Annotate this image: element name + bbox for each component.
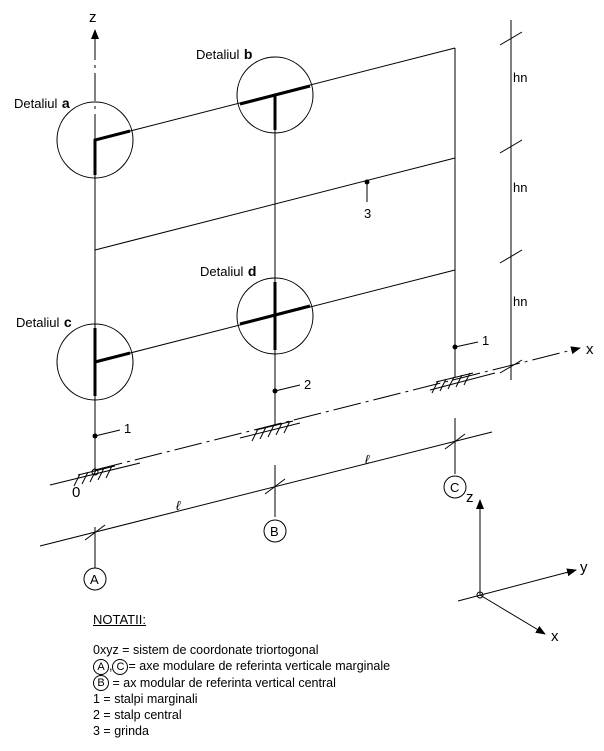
detail-label-b: Detaliul b <box>196 46 252 63</box>
note-central-axis-text: = ax modular de referinta vertical centr… <box>112 675 336 690</box>
notes-title: NOTATII: <box>93 612 146 627</box>
storey-dimension-ticks <box>499 31 523 374</box>
note-axis-b-bubble: B <box>93 675 109 692</box>
x-axis-label: x <box>586 341 594 358</box>
span-label-right: ℓ <box>365 452 370 467</box>
triad-x-label: x <box>551 628 559 645</box>
note-axis-a-bubble: A <box>93 658 109 675</box>
triad-y-label: y <box>580 559 588 576</box>
fixed-support-center <box>251 420 294 442</box>
z-axis-label: z <box>89 9 97 26</box>
joint-detail-b <box>239 84 311 130</box>
base-line <box>49 462 141 486</box>
detail-label-c: Detaliul c <box>16 314 72 331</box>
span-dimension-ticks <box>84 418 466 562</box>
note-central-column: 2 = stalp central <box>93 708 182 723</box>
column-leader-1-left <box>94 429 121 437</box>
origin-label: 0 <box>72 484 80 501</box>
beam-middle <box>94 157 456 251</box>
detail-circle-a <box>56 101 134 179</box>
span-label-left: ℓ <box>176 498 181 513</box>
grid-axis-a-bubble <box>83 567 107 591</box>
grid-axis-c-label: C <box>450 480 459 495</box>
joint-detail-d <box>239 282 311 350</box>
span-dimension-line <box>39 431 493 547</box>
detail-circle-b <box>236 56 314 134</box>
storey-height-label-top: hn <box>513 70 527 85</box>
triad-x-axis <box>479 594 546 635</box>
joint-detail-c <box>93 328 131 396</box>
detail-circle-d <box>236 277 314 355</box>
detail-circle-c <box>56 323 134 401</box>
note-axis-separator: , <box>109 659 113 673</box>
beam-label-3: 3 <box>364 206 371 221</box>
grid-axis-b-bubble <box>263 519 287 543</box>
storey-height-label-bottom: hn <box>513 294 527 309</box>
note-marginal-axes-text: = axe modulare de referinta verticale ma… <box>128 659 391 673</box>
triad-z-label: z <box>466 489 474 506</box>
note-coordinate-system: 0xyz = sistem de coordonate triortogonal <box>93 643 319 657</box>
column-label-1-left: 1 <box>124 421 131 436</box>
note-central-axis: B = ax modular de referinta vertical cen… <box>93 675 513 692</box>
note-axis-c-bubble: C <box>112 658 129 675</box>
note-marginal-axes: A,C= axe modulare de referinta verticale… <box>93 658 513 675</box>
detail-label-a: Detaliul a <box>14 95 70 112</box>
fixed-support-right <box>431 372 474 394</box>
detail-label-d: Detaliul d <box>200 263 256 280</box>
grid-axis-a-label: A <box>90 572 99 587</box>
note-beam: 3 = grinda <box>93 724 149 739</box>
column-leader-2 <box>274 384 301 392</box>
fixed-support-left <box>73 465 116 487</box>
triad-origin <box>476 591 484 599</box>
storey-height-label-middle: hn <box>513 180 527 195</box>
triad-y-axis <box>457 568 577 602</box>
column-leader-1-right <box>454 341 479 348</box>
base-line-mid <box>239 422 301 439</box>
column-label-1-right: 1 <box>482 333 489 348</box>
grid-axis-b-label: B <box>270 524 279 539</box>
column-label-2: 2 <box>304 377 311 392</box>
notes-block: NOTATII: 0xyz = sistem de coordonate tri… <box>93 612 513 739</box>
note-marginal-columns: 1 = stalpi marginali <box>93 692 198 707</box>
base-line-right <box>429 372 496 391</box>
x-axis <box>94 346 581 471</box>
grid-axis-c-bubble <box>443 475 467 499</box>
joint-detail-a <box>93 129 131 175</box>
